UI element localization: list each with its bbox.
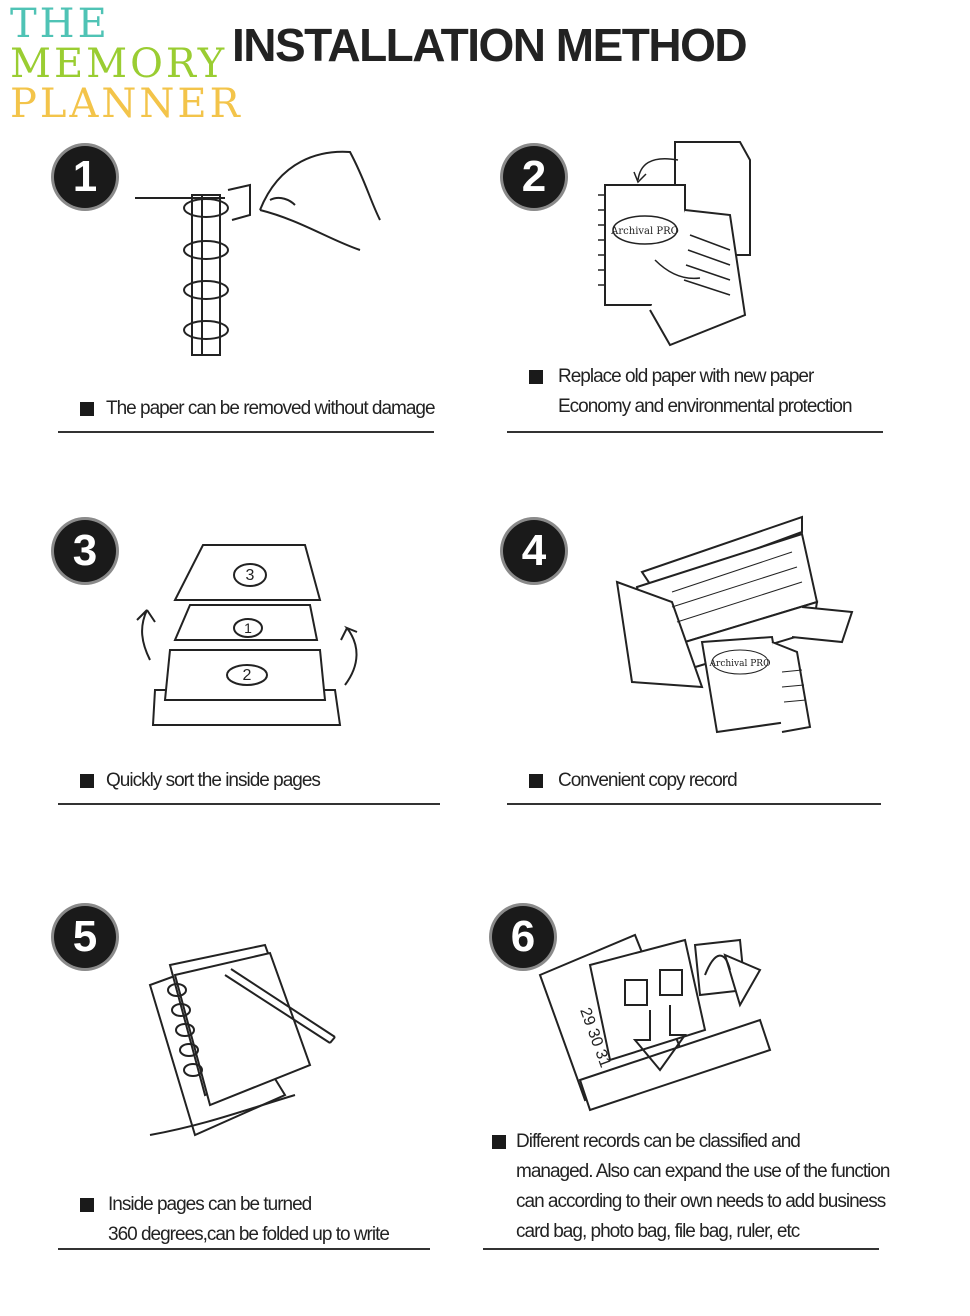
bullet-square bbox=[80, 774, 94, 788]
divider bbox=[58, 431, 434, 433]
caption-line: Convenient copy record bbox=[558, 770, 738, 791]
step-1-badge: 1 bbox=[54, 146, 116, 208]
step-4-caption: Convenient copy record bbox=[529, 766, 738, 796]
bullet-square bbox=[80, 402, 94, 416]
divider bbox=[483, 1248, 879, 1250]
step-3-caption: Quickly sort the inside pages bbox=[80, 766, 321, 796]
caption-line: Replace old paper with new paper bbox=[558, 366, 814, 387]
step-2-cover-label: Archival PRO bbox=[610, 226, 679, 237]
step-5-caption: Inside pages can be turned 360 degrees,c… bbox=[80, 1190, 390, 1250]
divider bbox=[58, 803, 440, 805]
divider bbox=[58, 1248, 430, 1250]
page-number-label: 3 bbox=[246, 567, 255, 584]
page-title: INSTALLATION METHOD bbox=[232, 19, 748, 71]
step-6-expand-function-illustration: 29 30 31 bbox=[538, 933, 772, 1112]
step-5-turn-pages-illustration bbox=[148, 943, 336, 1137]
caption-line: Economy and environmental protection bbox=[558, 396, 853, 417]
page-number-label: 2 bbox=[243, 667, 252, 684]
step-3-badge: 3 bbox=[54, 520, 116, 582]
step-2-caption: Replace old paper with new paper Economy… bbox=[529, 362, 853, 422]
caption-line: managed. Also can expand the use of the … bbox=[516, 1161, 890, 1182]
step-1-caption: The paper can be removed without damage bbox=[80, 394, 436, 424]
logo-line-2: MEMORY bbox=[10, 41, 228, 87]
step-4-badge: 4 bbox=[503, 520, 565, 582]
divider bbox=[507, 803, 881, 805]
step-6-caption: Different records can be classified and … bbox=[492, 1127, 890, 1247]
page-number-label: 1 bbox=[244, 620, 252, 636]
step-6-badge: 6 bbox=[492, 906, 554, 968]
step-1-ring-binder-illustration bbox=[135, 150, 381, 356]
brand-logo: THE MEMORY PLANNER bbox=[10, 4, 260, 129]
step-2-replace-paper-illustration: Archival PRO bbox=[598, 141, 751, 347]
caption-line: Inside pages can be turned bbox=[108, 1194, 312, 1215]
step-2-badge: 2 bbox=[503, 146, 565, 208]
caption-line: The paper can be removed without damage bbox=[106, 398, 436, 419]
step-3-sort-pages-illustration: 3 1 2 bbox=[136, 544, 358, 726]
bullet-square bbox=[80, 1198, 94, 1212]
step-4-cover-label: Archival PRO bbox=[709, 659, 771, 669]
caption-line: 360 degrees,can be folded up to write bbox=[108, 1224, 390, 1245]
caption-line: can according to their own needs to add … bbox=[516, 1191, 886, 1212]
step-4-copier-illustration: Archival PRO bbox=[615, 515, 854, 734]
divider bbox=[507, 431, 883, 433]
step-5-badge: 5 bbox=[54, 906, 116, 968]
caption-line: Different records can be classified and bbox=[516, 1131, 801, 1152]
caption-line: Quickly sort the inside pages bbox=[106, 770, 321, 791]
bullet-square bbox=[529, 370, 543, 384]
caption-line: card bag, photo bag, file bag, ruler, et… bbox=[516, 1221, 800, 1242]
logo-line-1: THE bbox=[10, 1, 110, 47]
logo-line-3: PLANNER bbox=[10, 81, 243, 127]
bullet-square bbox=[529, 774, 543, 788]
bullet-square bbox=[492, 1135, 506, 1149]
